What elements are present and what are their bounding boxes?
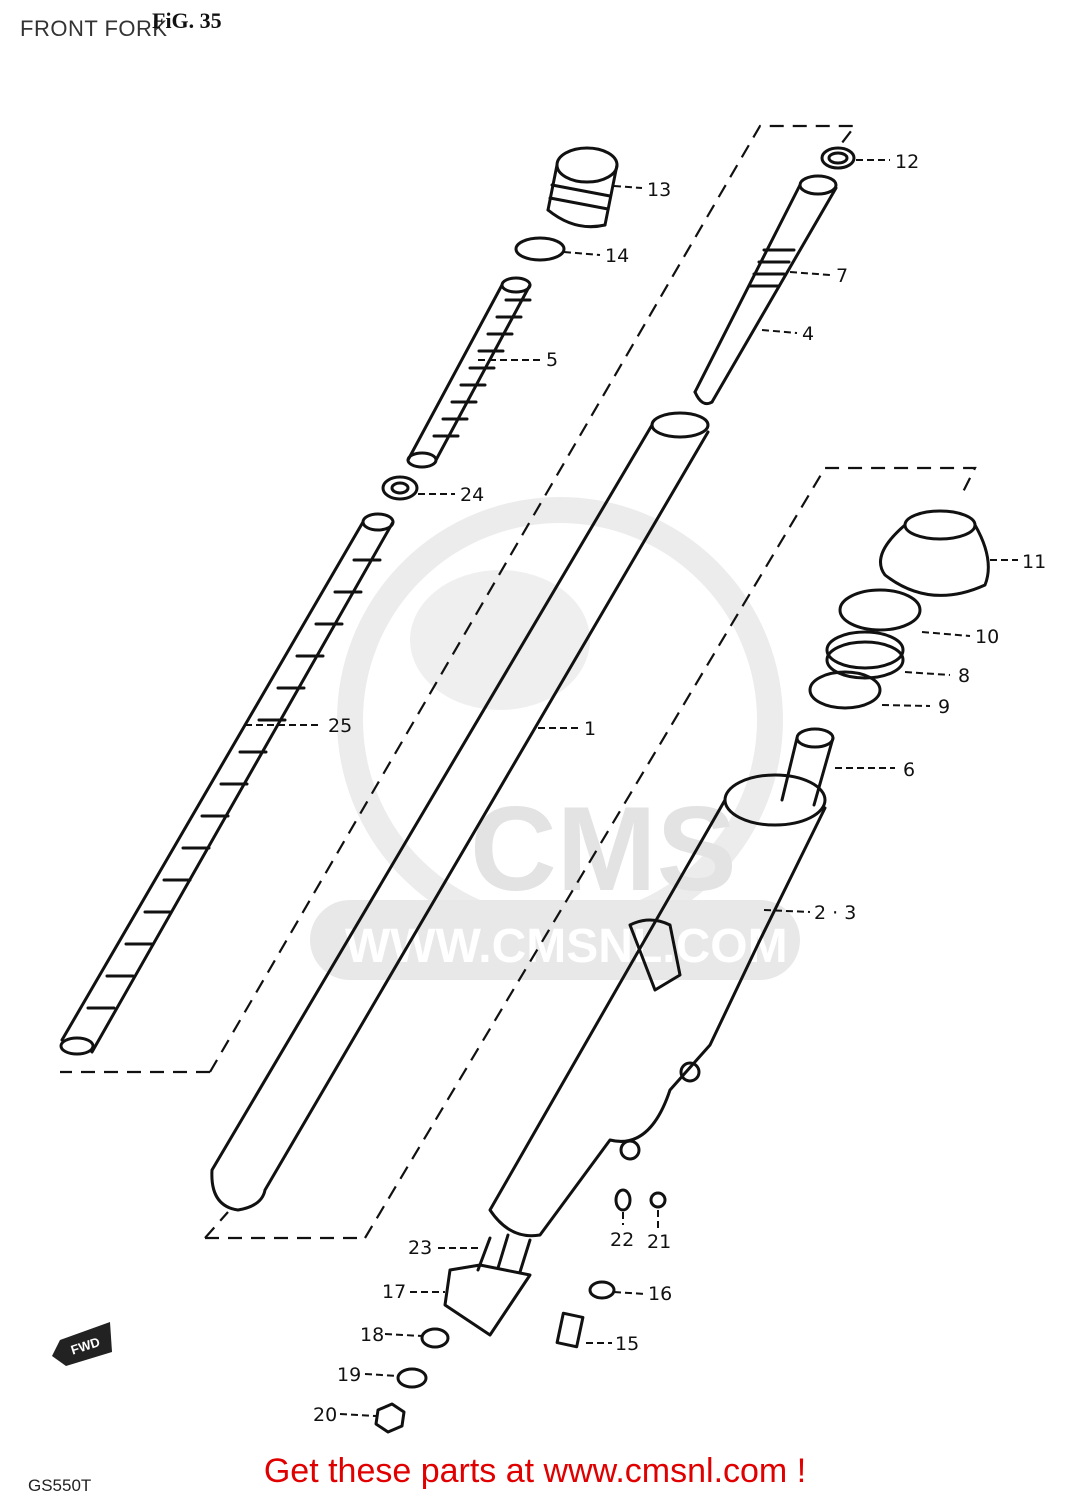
label-part-6: 6 (903, 759, 915, 781)
label-part-2-3: 2 · 3 (814, 902, 856, 924)
label-part-12: 12 (895, 151, 919, 173)
part-5-spring (406, 276, 532, 469)
part-14-o-ring (514, 236, 566, 262)
diagram-title: FRONT FORK (20, 16, 168, 41)
label-part-17: 17 (382, 1281, 406, 1303)
label-part-18: 18 (360, 1324, 384, 1346)
label-part-13: 13 (647, 179, 671, 201)
label-part-21: 21 (647, 1231, 671, 1253)
label-part-14: 14 (605, 245, 629, 267)
fwd-direction-badge: FWD (52, 1322, 112, 1366)
label-part-15: 15 (615, 1333, 639, 1355)
part-20-nut (374, 1402, 406, 1434)
label-part-7: 7 (836, 265, 848, 287)
label-part-1: 1 (584, 718, 596, 740)
watermark-logo: CMS (470, 782, 737, 916)
label-part-16: 16 (648, 1283, 672, 1305)
part-11-dust-boot (879, 509, 990, 597)
part-9-oil-seal (825, 630, 905, 680)
label-part-19: 19 (337, 1364, 361, 1386)
label-part-5: 5 (546, 349, 558, 371)
part-number-labels: 12 13 14 7 4 5 24 25 1 11 10 8 9 6 2 · 3… (313, 151, 1046, 1426)
part-10-stopper-ring (838, 588, 922, 632)
label-part-23: 23 (408, 1237, 432, 1259)
part-21-screw (649, 1191, 667, 1209)
part-22-washer (614, 1188, 632, 1212)
part-8-washer (808, 670, 882, 710)
figure-number: FiG. 35 (152, 8, 222, 33)
label-part-4: 4 (802, 323, 814, 345)
part-2-3-outer-tube (488, 773, 827, 1238)
part-13-cap-bolt (546, 146, 619, 229)
part-24-spacer (381, 475, 419, 501)
cms-watermark: CMS WWW.CMSNL.COM (310, 497, 800, 980)
label-part-9: 8 (958, 665, 970, 687)
label-part-8: 9 (938, 696, 950, 718)
part-18-washer (420, 1327, 450, 1349)
part-7-rebound-spring (747, 248, 796, 288)
model-code: GS550T (28, 1476, 92, 1495)
part-25-spring (59, 512, 395, 1056)
label-part-11: 11 (1022, 551, 1046, 573)
part-19-spring-washer (396, 1367, 428, 1389)
part-6-cylinder-base (780, 727, 835, 807)
label-part-10: 10 (975, 626, 999, 648)
part-12-ring (820, 146, 856, 170)
label-part-22: 22 (610, 1229, 634, 1251)
watermark-url: WWW.CMSNL.COM (345, 920, 788, 973)
group-outlines (60, 124, 977, 1240)
part-4-damper-rod (693, 174, 838, 406)
label-part-20: 20 (313, 1404, 337, 1426)
label-part-25: 25 (328, 715, 352, 737)
leader-lines (245, 159, 1018, 1417)
part-1-inner-tube (210, 411, 710, 1212)
part-17-axle-holder (443, 1263, 532, 1337)
label-part-24: 24 (460, 484, 484, 506)
part-15-bolt (555, 1311, 585, 1349)
footer-link[interactable]: Get these parts at www.cmsnl.com ! (263, 1452, 807, 1490)
part-16-washer (588, 1280, 616, 1300)
part-23-stud (476, 1233, 532, 1274)
